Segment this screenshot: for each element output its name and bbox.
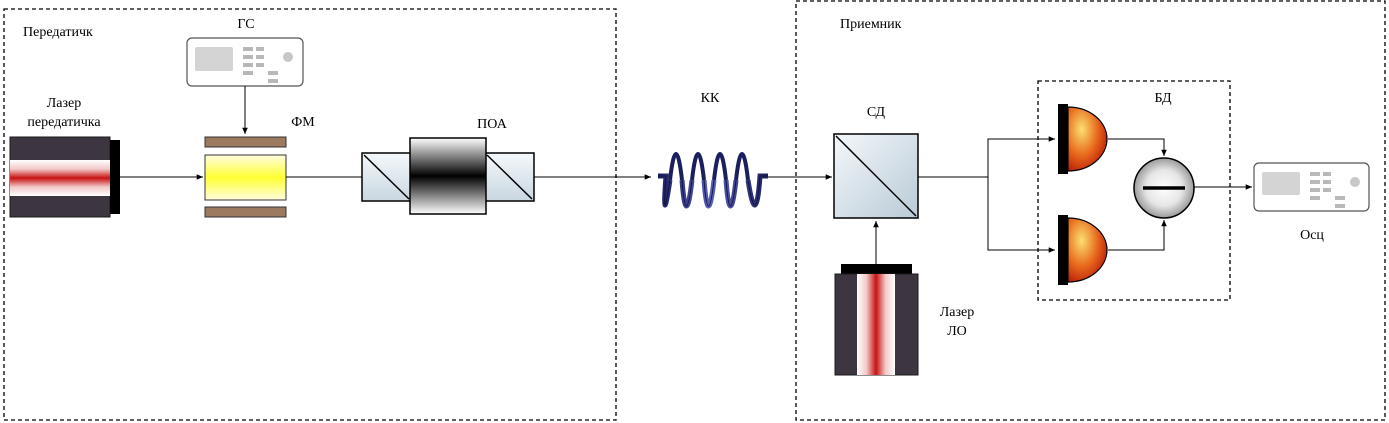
splitter-to-lower-detector-beam [987,177,1055,253]
lower-diode-to-subtractor-wire [1108,220,1167,251]
amplifier-label: ПОА [477,117,508,132]
generator-label: ГС [237,17,254,32]
signal-generator-icon [186,37,304,87]
subtractor-icon [1133,157,1195,219]
optical-amplifier-icon [361,137,535,215]
lower-photodiode-icon [1058,215,1108,285]
receiver-frame [795,0,1386,421]
balanced-detector-frame [1037,80,1231,301]
splitter-to-upper-detector-beam [918,136,1055,178]
receiver-title: Приемник [840,17,902,32]
beam-splitter-icon [833,133,919,219]
transmitter-laser-label-1: Лазер [47,96,81,111]
local-oscillator-laser-icon [834,264,919,376]
detector-label: БД [1154,91,1172,106]
transmitter-laser-icon [9,136,120,218]
upper-diode-to-subtractor-wire [1108,138,1167,156]
modulator-label: ФМ [291,115,315,130]
scope-label: Осц [1300,228,1324,243]
fiber-label: КК [701,91,720,106]
oscilloscope-icon [1253,162,1370,212]
transmitter-laser-label-2: передатичка [27,115,101,130]
phase-modulator-icon [204,136,287,218]
local-laser-label-2: ЛО [947,324,967,339]
upper-photodiode-icon [1058,104,1108,174]
splitter-label: СД [867,105,886,120]
fiber-coil-icon [658,152,768,209]
local-laser-label-1: Лазер [940,305,974,320]
transmitter-title: Передатичк [23,25,93,40]
